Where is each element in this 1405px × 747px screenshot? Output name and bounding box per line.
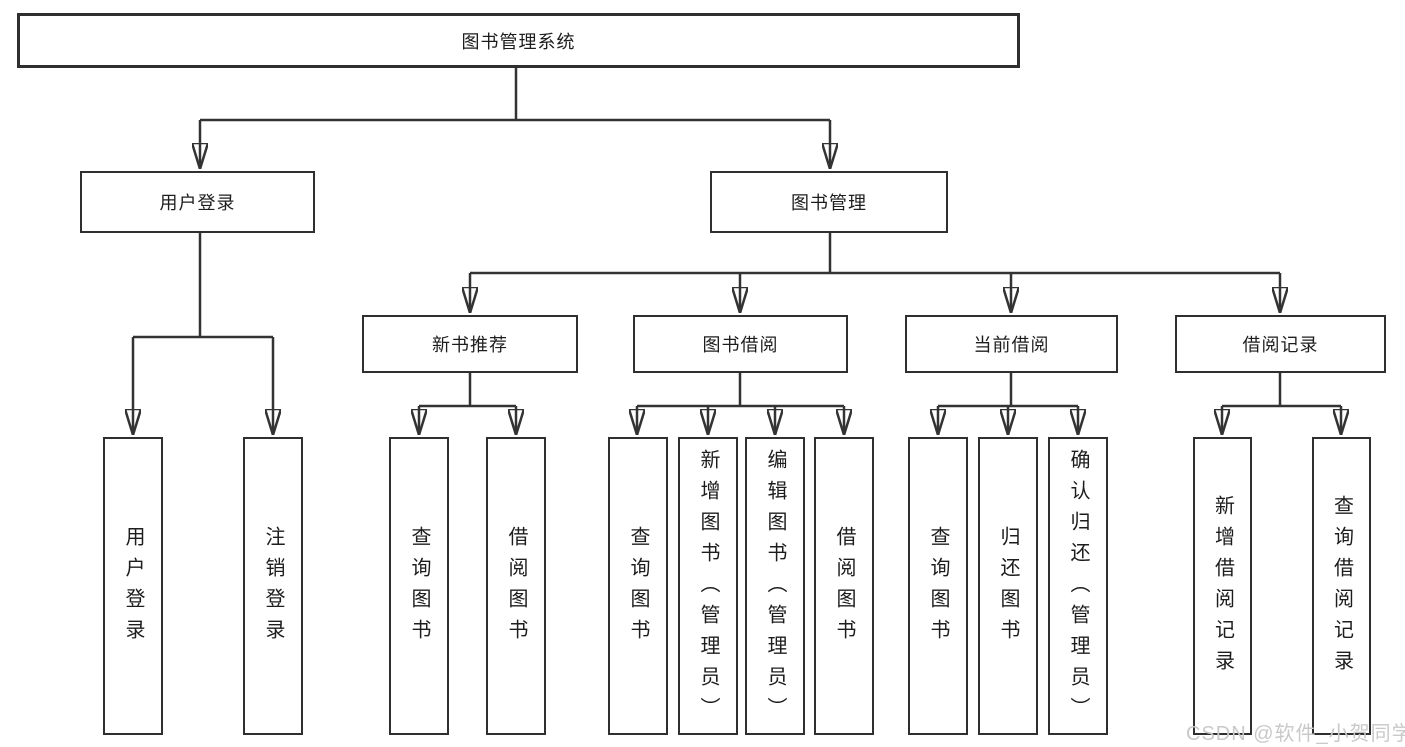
leaf-confirm-return-admin: 确认归还（管理员）: [1048, 437, 1108, 735]
leaf-borrow-book-1: 借阅图书: [486, 437, 546, 735]
leaf-return-book: 归还图书: [978, 437, 1038, 735]
leaf-user-login: 用户登录: [103, 437, 163, 735]
csdn-watermark: CSDN @软件_小贺同学: [1186, 723, 1405, 745]
node-current-borrow: 当前借阅: [905, 315, 1118, 373]
node-new-book-recommend: 新书推荐: [362, 315, 578, 373]
edge-new-book-trunk: [419, 373, 516, 408]
leaf-borrow-book-2: 借阅图书: [814, 437, 874, 735]
leaf-query-borrow-record: 查询借阅记录: [1312, 437, 1371, 735]
leaf-query-book-3: 查询图书: [908, 437, 968, 735]
node-user-login-module: 用户登录: [80, 171, 315, 233]
edge-book-management-trunk: [470, 233, 1280, 275]
leaf-query-book-1: 查询图书: [389, 437, 449, 735]
edge-current-borrow-trunk: [938, 373, 1078, 408]
node-borrow-record: 借阅记录: [1175, 315, 1386, 373]
leaf-add-borrow-record: 新增借阅记录: [1193, 437, 1252, 735]
leaf-add-book-admin: 新增图书（管理员）: [678, 437, 738, 735]
edge-book-borrow-trunk: [637, 373, 844, 408]
leaf-edit-book-admin: 编辑图书（管理员）: [745, 437, 805, 735]
leaf-query-book-2: 查询图书: [608, 437, 668, 735]
leaf-logout: 注销登录: [243, 437, 303, 735]
edge-user-login-trunk: [133, 233, 273, 339]
edge-root-trunk: [200, 68, 830, 122]
node-book-management-module: 图书管理: [710, 171, 948, 233]
node-book-borrow: 图书借阅: [633, 315, 848, 373]
node-library-management-system: 图书管理系统: [17, 13, 1020, 68]
edge-borrow-record-trunk: [1222, 373, 1341, 408]
